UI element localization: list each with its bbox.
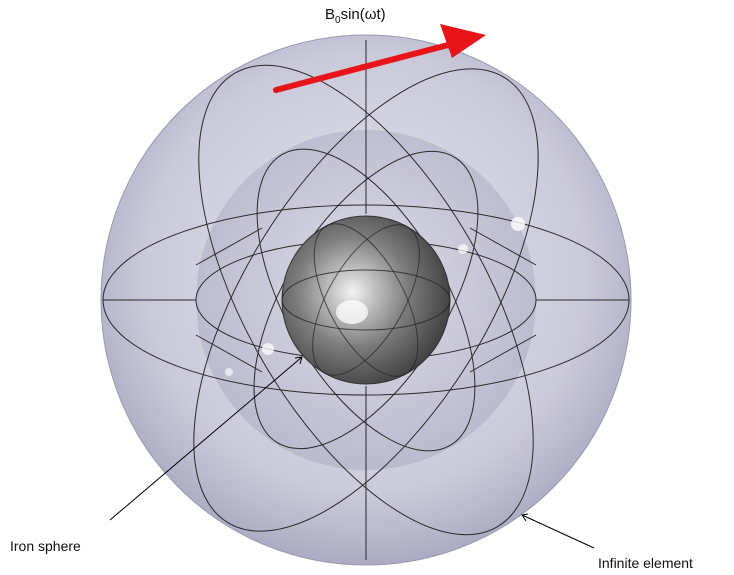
iron-sphere <box>281 215 451 385</box>
field-label: B0sin(ωt) <box>325 6 386 26</box>
field-label-subscript: 0 <box>335 15 341 26</box>
infinite-element-label: Infinite element <box>598 555 693 571</box>
annotation-pointers <box>109 356 595 549</box>
field-arrow <box>273 24 486 93</box>
glass-highlight <box>225 368 233 376</box>
glass-highlight <box>262 343 274 355</box>
field-label-rest: sin(ωt) <box>340 6 386 23</box>
iron-sphere-label: Iron sphere <box>10 538 81 554</box>
iron-specular <box>336 300 368 324</box>
field-label-base: B <box>325 6 336 23</box>
glass-highlight <box>511 217 525 231</box>
glass-highlight <box>458 244 468 254</box>
iron-sphere-seams <box>281 223 451 377</box>
